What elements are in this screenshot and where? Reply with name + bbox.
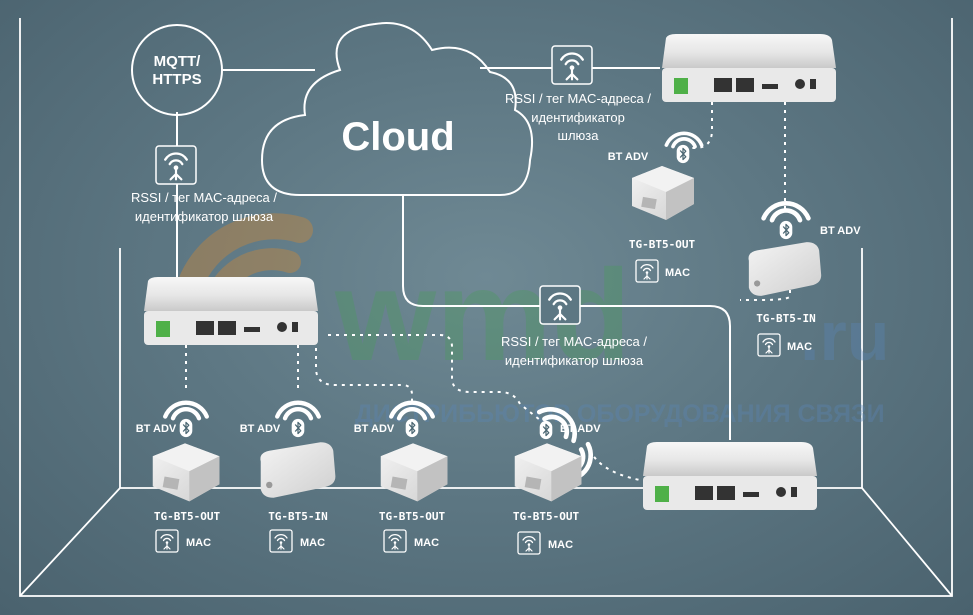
signal-waves-icon [277, 403, 319, 419]
watermark-tagline: ДИСТРИБЬЮТОР ОБОРУДОВАНИЯ СВЯЗИ [355, 400, 885, 428]
device-label: TG-BT5-IN [756, 312, 816, 325]
bt-adv-label: BT ADV [608, 151, 649, 163]
card-tag-device [260, 442, 336, 498]
bt-adv-label: BT ADV [136, 423, 177, 435]
mac-label: MAC [665, 267, 690, 279]
gateway-bottom-right [643, 442, 817, 510]
bluetooth-icon [179, 418, 193, 438]
antenna-icon [762, 337, 776, 354]
antenna-icon [640, 263, 654, 280]
device-label: TG-BT5-OUT [513, 510, 580, 523]
tag-top-out: BT ADV TG-BT5-OUT MAC [608, 131, 704, 283]
sensor-device [380, 443, 448, 502]
antenna-box-left [155, 145, 197, 185]
mac-label: MAC [414, 537, 439, 549]
device-label: TG-BT5-IN [268, 510, 328, 523]
info-top-line2: идентификатор [531, 110, 625, 125]
info-mid-line1: RSSI / тег MAC-адреса / [501, 334, 647, 349]
tag-bottom-1-out: BT ADV TG-BT5-OUT MAC [136, 403, 221, 553]
protocol-label-line2: HTTPS [152, 71, 201, 88]
info-left-line2: идентификатор шлюза [135, 209, 274, 224]
bt-adv-label: BT ADV [240, 423, 281, 435]
room-outline [19, 18, 953, 597]
bt-adv-label: BT ADV [354, 423, 395, 435]
bt-adv-label: BT ADV [820, 225, 861, 237]
watermark-brand: wmd [334, 242, 631, 388]
antenna-box-top [551, 45, 593, 85]
mac-label: MAC [548, 539, 573, 551]
mac-label: MAC [787, 341, 812, 353]
info-top-line3: шлюза [558, 128, 600, 143]
protocol-label-line1: MQTT/ [154, 53, 201, 70]
mac-label: MAC [186, 537, 211, 549]
cloud: Cloud [260, 22, 534, 196]
signal-waves-icon [165, 403, 207, 419]
bluetooth-icon [676, 144, 690, 164]
gateway-top-right [662, 34, 836, 102]
device-label: TG-BT5-OUT [379, 510, 446, 523]
tag-bottom-2-in: BT ADV TG-BT5-IN MAC [240, 403, 336, 553]
mac-label: MAC [300, 537, 325, 549]
bluetooth-icon [779, 220, 793, 240]
card-tag-device [748, 242, 822, 296]
sensor-device [514, 443, 582, 502]
antenna-icon [160, 533, 174, 550]
bluetooth-icon [291, 418, 305, 438]
sensor-device [632, 166, 694, 220]
info-mid-line2: идентификатор шлюза [505, 353, 644, 368]
protocol-node: MQTT/ HTTPS [131, 24, 223, 116]
device-label: TG-BT5-OUT [154, 510, 221, 523]
device-label: TG-BT5-OUT [629, 238, 696, 251]
tag-bottom-3-out: BT ADV TG-BT5-OUT MAC [354, 403, 448, 553]
antenna-icon [522, 535, 536, 552]
antenna-box-mid [539, 285, 581, 325]
signal-waves-icon [664, 131, 704, 149]
signal-waves-icon [764, 203, 809, 220]
sensor-device [152, 443, 220, 502]
antenna-icon [274, 533, 288, 550]
bluetooth-icon [539, 420, 553, 440]
bluetooth-icon [405, 418, 419, 438]
cloud-label: Cloud [341, 115, 454, 159]
info-top-line1: RSSI / тег MAC-адреса / [505, 91, 651, 106]
info-left-line1: RSSI / тег MAC-адреса / [131, 190, 277, 205]
antenna-icon [388, 533, 402, 550]
tag-bottom-4-out: BT ADV TG-BT5-OUT MAC [513, 401, 601, 555]
gateway-left [144, 277, 318, 345]
bt-adv-label: BT ADV [560, 423, 601, 435]
watermark-suffix: .ru [800, 297, 889, 375]
tag-right-in: BT ADV TG-BT5-IN MAC [748, 203, 861, 357]
